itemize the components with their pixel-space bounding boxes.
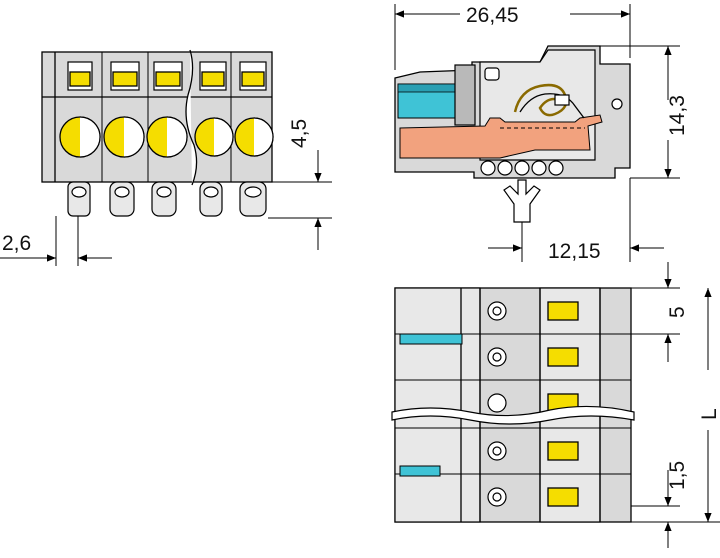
front-pole-4 <box>194 52 234 182</box>
dim-front-height: 4,5 <box>288 119 311 148</box>
coding-pin <box>503 179 541 223</box>
top-row-1 <box>487 301 579 321</box>
front-pole-5 <box>234 61 274 157</box>
actuator-strip <box>399 465 441 477</box>
dim-pin-pitch-left: 2,6 <box>2 232 31 255</box>
dim-pin-offset: 12,15 <box>548 240 601 263</box>
front-view: 4,5 2,6 <box>0 49 332 266</box>
front-pins <box>67 181 267 217</box>
top-row-4 <box>487 441 579 461</box>
side-view: 26,45 14,3 12,15 <box>394 4 689 263</box>
top-row-2 <box>487 347 579 367</box>
release-window <box>201 71 225 87</box>
dim-width-top: 26,45 <box>466 4 519 27</box>
front-pole-1 <box>59 52 103 182</box>
side-pin-row <box>480 160 564 176</box>
dim-edge-bottom: 1,5 <box>666 461 689 490</box>
release-window <box>112 71 138 87</box>
release-window <box>241 71 265 87</box>
release-window <box>547 487 579 507</box>
top-view: 5 L 1,5 <box>391 262 720 548</box>
top-row-5 <box>487 487 579 507</box>
dim-height-right: 14,3 <box>666 95 689 136</box>
dim-length: L <box>698 408 720 420</box>
release-window <box>155 71 181 87</box>
break-line <box>391 405 635 425</box>
release-window <box>547 441 579 461</box>
contact <box>399 114 603 159</box>
spring-clamp <box>513 83 568 117</box>
release-window <box>547 347 579 367</box>
dim-pitch-bottom: 5 <box>666 306 689 318</box>
release-window <box>69 71 91 87</box>
break-line <box>185 49 198 186</box>
front-pole-2 <box>103 52 149 182</box>
release-window <box>547 301 579 321</box>
front-pole-3 <box>146 61 188 158</box>
actuator-strip <box>399 333 463 345</box>
